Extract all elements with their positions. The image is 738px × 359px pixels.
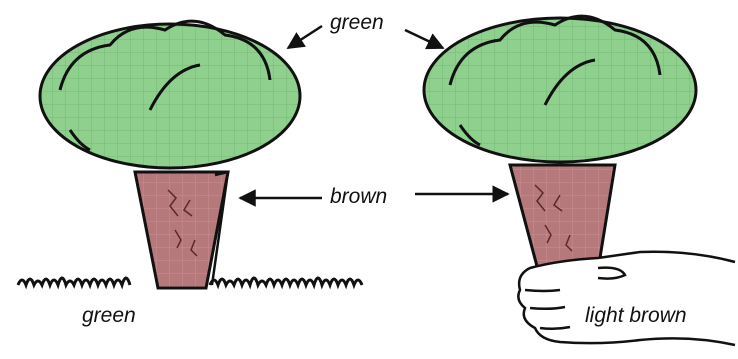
left-canopy	[40, 24, 300, 168]
label-green-bottom: green	[82, 305, 136, 326]
arrow-green-left	[288, 26, 322, 48]
arrow-green-right	[405, 30, 443, 48]
right-tree	[424, 16, 696, 270]
right-canopy	[424, 18, 696, 162]
right-trunk	[510, 165, 615, 270]
label-green-top: green	[330, 12, 384, 33]
hand	[518, 252, 735, 345]
label-brown: brown	[330, 186, 387, 207]
left-tree	[40, 21, 300, 288]
label-light-brown: light brown	[585, 305, 687, 326]
